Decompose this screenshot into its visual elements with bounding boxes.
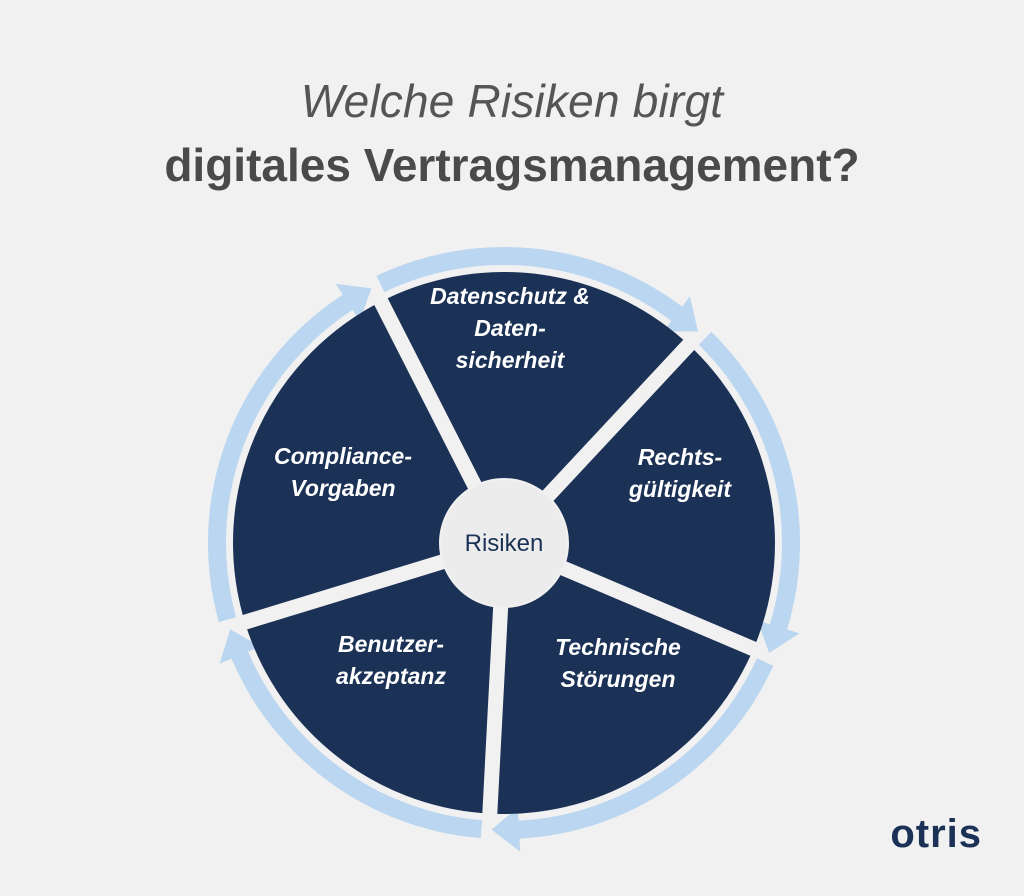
cycle-ring: [208, 246, 801, 852]
segment-label-line: Störungen: [561, 666, 676, 692]
center-label: Risiken: [465, 530, 544, 557]
risk-segment: [247, 569, 494, 814]
title-line-2: digitales Vertragsmanagement?: [164, 139, 860, 191]
segment-label: Rechts-gültigkeit: [628, 444, 733, 502]
title-line-1: Welche Risiken birgt: [300, 75, 724, 127]
otris-logo: otris: [890, 812, 982, 856]
segment-group: [233, 271, 776, 815]
risk-segment: [497, 575, 751, 815]
segment-label-line: Benutzer-: [338, 631, 444, 657]
segment-label-line: Datenschutz &: [430, 283, 590, 309]
risk-segment: [553, 349, 776, 642]
segment-labels: Datenschutz & Daten-sicherheitRechts-gült…: [274, 283, 732, 692]
segment-label-line: Compliance-: [274, 443, 412, 469]
segment-label-line: Technische: [555, 634, 681, 660]
segment-label: Datenschutz & Daten-sicherheit: [430, 283, 590, 373]
segment-label-line: sicherheit: [456, 347, 566, 373]
segment-label-line: Daten-: [474, 315, 546, 341]
segment-label-line: Vorgaben: [290, 475, 395, 501]
cycle-arrow: [491, 658, 774, 852]
cycle-arrow: [376, 246, 698, 332]
cycle-arrow: [208, 283, 372, 623]
risk-segment: [233, 305, 469, 616]
cycle-arrow: [698, 331, 801, 653]
center-hub: [441, 480, 567, 606]
segment-label: Benutzer-akzeptanz: [336, 631, 446, 689]
risk-segment: [387, 271, 684, 491]
cycle-arrow: [219, 629, 483, 839]
segment-label-line: Rechts-: [638, 444, 722, 470]
segment-label: Compliance- Vorgaben: [274, 443, 412, 501]
segment-label-line: gültigkeit: [628, 476, 733, 502]
segment-label-line: akzeptanz: [336, 663, 446, 689]
